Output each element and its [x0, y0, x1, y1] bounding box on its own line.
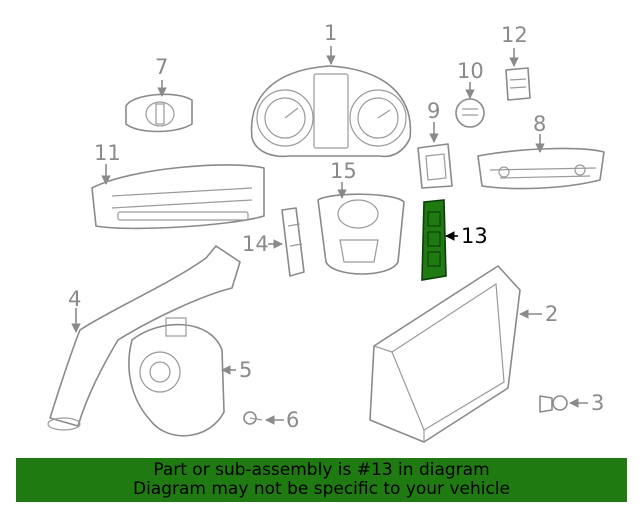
headlight-switch-part	[125, 93, 193, 133]
console-part	[317, 193, 405, 275]
callout-11: 11	[94, 141, 121, 165]
module-9-part	[417, 143, 453, 189]
callout-1: 1	[324, 21, 337, 45]
instrument-cluster-part	[250, 65, 412, 158]
screw-6-part	[243, 411, 263, 425]
part-13-highlighted	[421, 199, 447, 281]
bracket-14-part	[281, 207, 305, 277]
knob-part	[455, 98, 485, 128]
blower-part	[128, 317, 225, 437]
switch-panel-part	[91, 164, 265, 230]
callout-14: 14	[242, 232, 269, 256]
callout-5: 5	[239, 358, 252, 382]
clip-3-part	[539, 395, 568, 413]
callout-7: 7	[155, 55, 168, 79]
banner-line-2: Diagram may not be specific to your vehi…	[132, 479, 510, 499]
callout-13: 13	[461, 224, 488, 248]
banner-line-1: Part or sub-assembly is #13 in diagram	[153, 460, 490, 480]
display-part	[369, 265, 521, 443]
callout-12: 12	[501, 23, 528, 47]
callout-3: 3	[591, 391, 604, 415]
callout-8: 8	[533, 112, 546, 136]
callout-4: 4	[68, 287, 81, 311]
small-switch-part	[505, 67, 531, 101]
parts-diagram: 1 2 3 4 5 6 7 8 9 10 11 12 13 14 15	[47, 21, 605, 443]
climate-panel-part	[477, 147, 605, 190]
air-duct-part	[47, 245, 241, 431]
callout-6: 6	[286, 408, 299, 432]
callout-10: 10	[457, 59, 484, 83]
info-banner: Part or sub-assembly is #13 in diagram D…	[16, 458, 627, 502]
callout-15: 15	[330, 159, 357, 183]
callout-9: 9	[427, 99, 440, 123]
callout-2: 2	[545, 302, 558, 326]
